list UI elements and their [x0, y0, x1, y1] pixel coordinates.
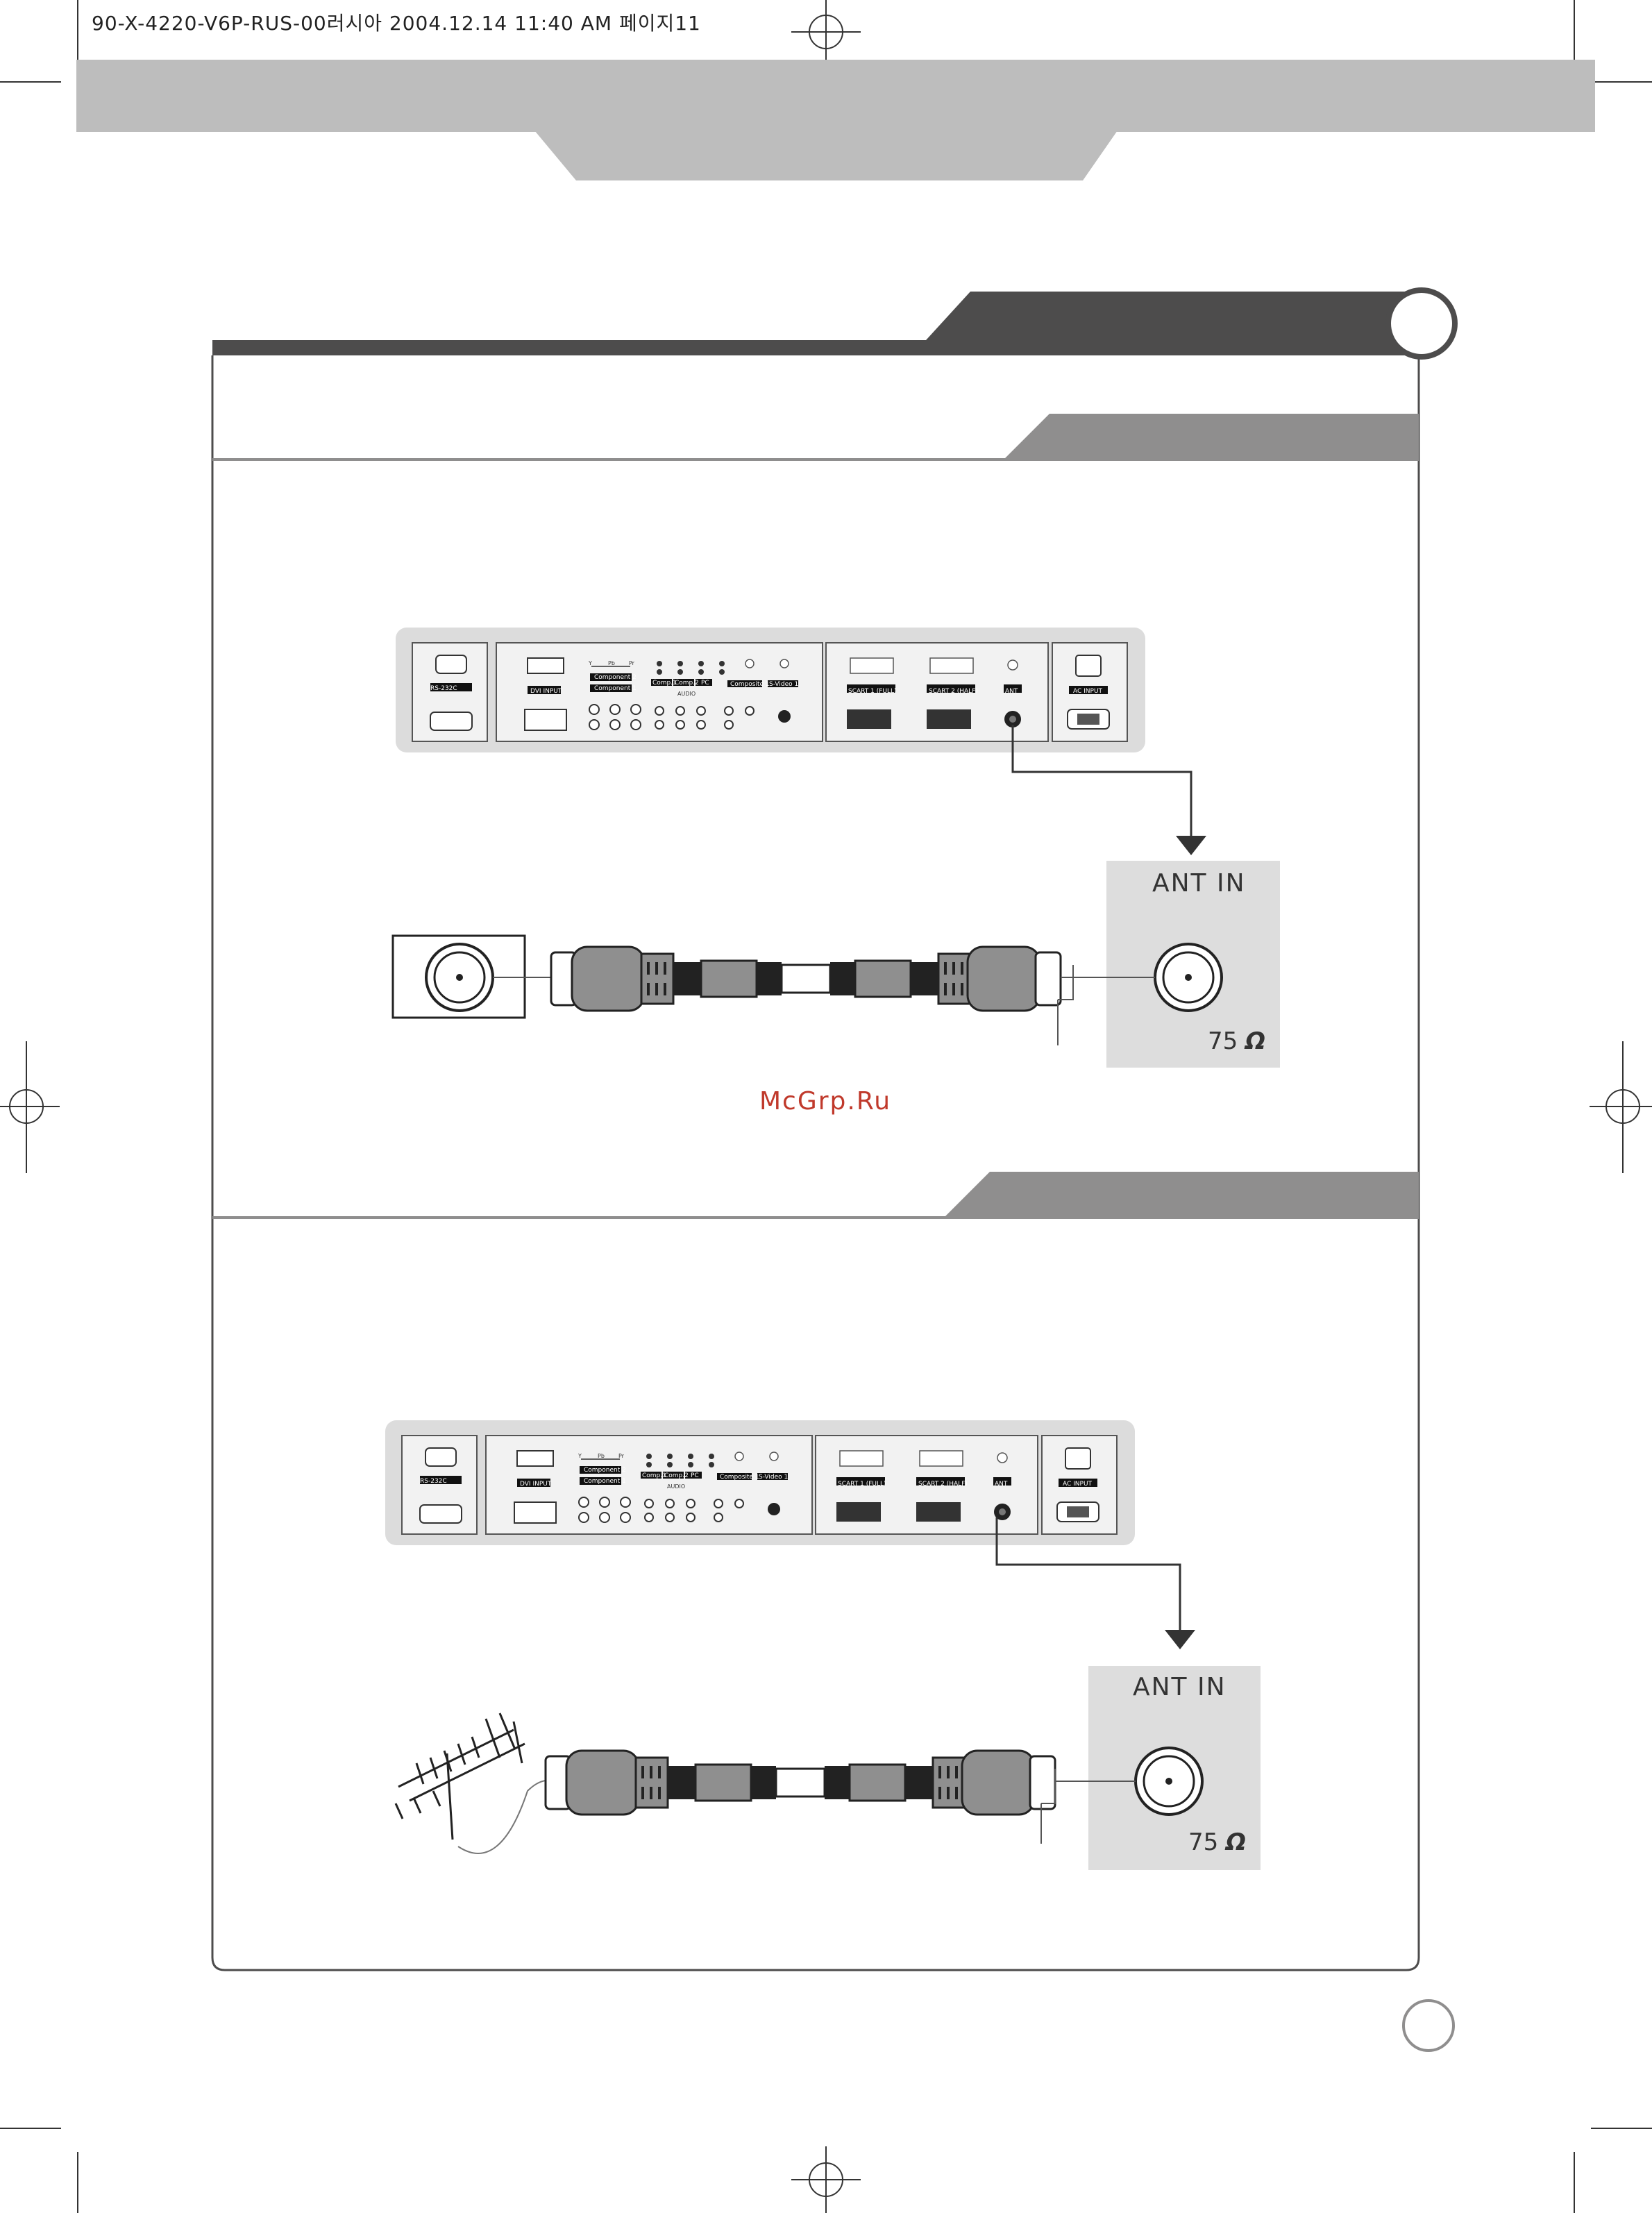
content-frame: [211, 355, 1420, 1971]
label-ac-input: AC INPUT: [1063, 1481, 1093, 1488]
label-comp1: Comp.1: [642, 1472, 666, 1479]
label-composite1: Composite 1: [730, 681, 770, 688]
section1-ant-in-label: ANT IN: [1152, 869, 1246, 898]
section2-impedance-value: 75: [1188, 1828, 1219, 1856]
label-component2: Component 2: [584, 1467, 626, 1474]
section1-tab: [212, 414, 1419, 461]
label-dvi-input: DVI INPUT: [520, 1481, 552, 1488]
section1-connection-line: [1011, 725, 1192, 836]
watermark: McGrp.Ru: [759, 1087, 892, 1116]
label-scart1: SCART 1 (FULL): [848, 688, 897, 695]
label-svideo1: S-Video 1: [759, 1474, 788, 1481]
page-number-circle: [1402, 1999, 1455, 2052]
section1-arrow-head: [1176, 836, 1206, 855]
label-svideo1: S-Video 1: [769, 681, 798, 688]
label-composite1: Composite 1: [720, 1474, 759, 1481]
label-y: Y: [578, 1453, 582, 1459]
label-component1: Component 1: [584, 1478, 626, 1485]
section2-impedance: 75 Ω: [1188, 1828, 1246, 1856]
label-pc: PC: [701, 680, 709, 687]
label-ant: ANT: [995, 1481, 1008, 1488]
label-component1: Component 1: [594, 685, 637, 692]
label-pb: Pb: [598, 1453, 605, 1459]
label-pr: Pr: [629, 660, 635, 666]
section1-impedance-value: 75: [1208, 1027, 1238, 1055]
section2-connection-line: [995, 1517, 1181, 1631]
title-bar: [212, 287, 1458, 360]
print-header: 90-X-4220-V6P-RUS-00러시아 2004.12.14 11:40…: [92, 12, 701, 35]
label-y: Y: [588, 660, 592, 666]
label-pb: Pb: [608, 660, 615, 666]
label-rs232c: RS-232C: [430, 685, 457, 692]
section2-ant-in-label: ANT IN: [1133, 1673, 1227, 1701]
section2-panel-labels: RS-232C DVI INPUT Component 2 Component …: [420, 1453, 1093, 1490]
section2-tab: [212, 1172, 1419, 1219]
label-scart1: SCART 1 (FULL): [838, 1481, 886, 1488]
section1-panel-labels: RS-232C DVI INPUT Component 2 Component …: [430, 660, 1103, 697]
label-pr: Pr: [618, 1453, 625, 1459]
header-band: [76, 60, 1595, 180]
label-component2: Component 2: [594, 674, 637, 681]
label-comp2: Comp.2: [664, 1472, 689, 1479]
ohm-icon: Ω: [1245, 1027, 1265, 1055]
label-audio: AUDIO: [667, 1483, 685, 1490]
label-ac-input: AC INPUT: [1073, 688, 1103, 695]
label-scart2: SCART 2 (HALF): [929, 688, 978, 695]
label-pc: PC: [691, 1472, 699, 1479]
section2-antenna: [394, 1713, 556, 1854]
label-scart2: SCART 2 (HALF): [918, 1481, 968, 1488]
ohm-icon: Ω: [1226, 1828, 1246, 1856]
label-ant: ANT: [1005, 688, 1018, 695]
label-audio: AUDIO: [677, 691, 696, 697]
section2-arrow-head: [1165, 1630, 1195, 1649]
label-dvi-input: DVI INPUT: [530, 688, 562, 695]
label-comp2: Comp.2: [675, 680, 699, 687]
section1-impedance: 75 Ω: [1208, 1027, 1265, 1055]
label-comp1: Comp.1: [652, 680, 677, 687]
label-rs232c: RS-232C: [420, 1478, 447, 1485]
